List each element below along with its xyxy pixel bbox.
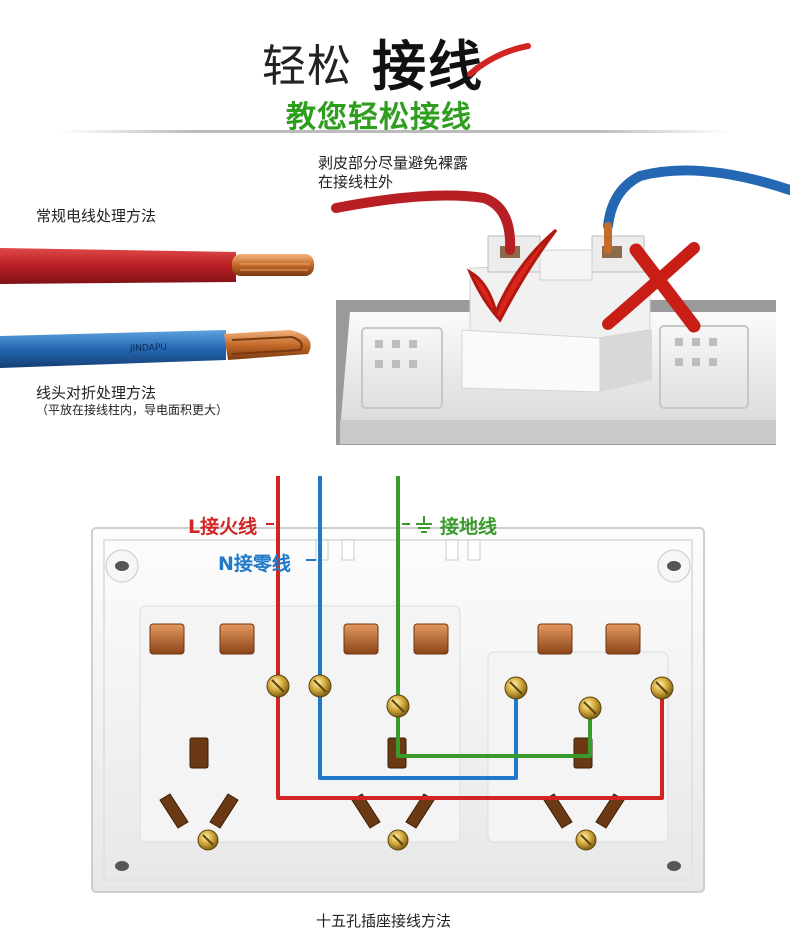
footer-caption: 十五孔插座接线方法 (316, 912, 452, 930)
screw-mount-1 (197, 829, 219, 851)
screw-neutral-1 (308, 674, 332, 698)
red-wire-into-terminal (331, 190, 516, 255)
caption-strip-note-line2: 在接线柱外 (318, 173, 394, 191)
caption-strip-note-line1: 剥皮部分尽量避免裸露 (318, 154, 469, 172)
brass-terminal-clips (149, 623, 641, 655)
blue-wire-folded: JINDAPU (0, 330, 311, 368)
subtitle: 教您轻松接线 (286, 100, 472, 135)
fifteen-hole-socket-diagram (91, 476, 705, 893)
earth-wire-label: 接地线 (440, 516, 498, 538)
cross-mark-icon (602, 242, 701, 333)
red-wire-standard (0, 248, 314, 284)
caption-folded-note: （平放在接线柱内，导电面积更大） (36, 403, 229, 417)
screw-live-2 (650, 676, 674, 700)
earth-symbol-icon (416, 516, 432, 533)
red-underline-stroke (467, 43, 531, 77)
screw-earth-2 (578, 696, 602, 720)
wire-treatment-illustration: JINDAPU (0, 165, 790, 445)
wire-brand-print: JINDAPU (129, 343, 167, 354)
live-wire-path (276, 476, 664, 800)
screw-earth-1 (386, 694, 410, 718)
title-bold-text: 接线 (372, 35, 484, 98)
earth-wire-path (396, 476, 592, 758)
neutral-wire-path (318, 476, 518, 780)
screw-mount-2 (387, 829, 409, 851)
header: 轻松 接线 教您轻松接线 (0, 0, 790, 150)
screw-mount-3 (575, 829, 597, 851)
blue-wire-bare-exposed (603, 165, 790, 254)
neutral-wire-label: N接零线 (218, 553, 291, 575)
check-mark-icon (466, 228, 558, 323)
caption-standard-method: 常规电线处理方法 (36, 207, 157, 225)
title-light-text: 轻松 (262, 41, 352, 92)
screw-neutral-2 (504, 676, 528, 700)
live-wire-label: L接火线 (188, 516, 258, 538)
header-divider (60, 130, 730, 133)
socket-module-closeup (336, 235, 776, 445)
screw-live-1 (266, 674, 290, 698)
caption-folded-method: 线头对折处理方法 (36, 384, 157, 402)
terminal-screws (197, 674, 674, 851)
